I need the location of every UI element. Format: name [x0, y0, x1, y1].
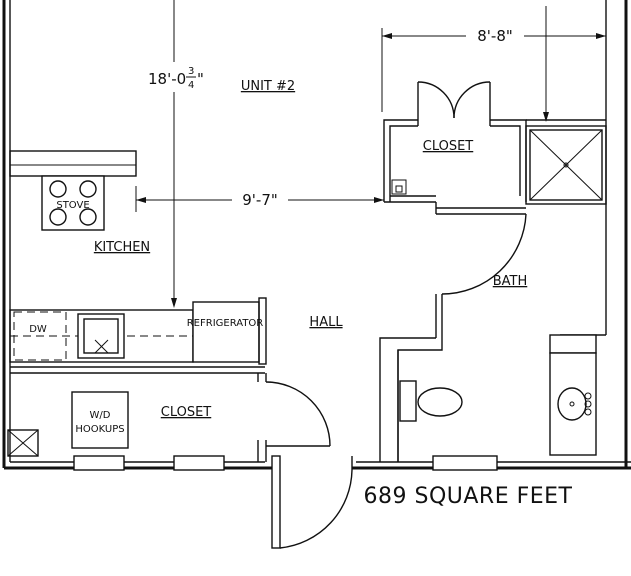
walls — [2, 0, 631, 471]
vertical-dimension-fraction-denominator: 4 — [188, 80, 194, 91]
top-closet-label: CLOSET — [423, 139, 474, 154]
kitchen-width-label: 9'-7" — [242, 191, 278, 209]
top-width-label: 8'-8" — [477, 27, 513, 45]
bath-walls — [379, 202, 527, 462]
top-closet — [383, 81, 527, 203]
entry-door — [271, 455, 353, 549]
dimension-kitchen: 9'-7" — [135, 186, 384, 212]
kitchen-upper-cabinet — [9, 150, 137, 177]
bottom-closet: W/D HOOKUPS — [7, 373, 331, 462]
hall-label: HALL — [309, 315, 343, 330]
vanity — [549, 334, 597, 456]
stove: STOVE — [41, 175, 105, 231]
bath-label: BATH — [493, 274, 528, 289]
wd-label-line2: HOOKUPS — [75, 424, 124, 435]
toilet — [399, 380, 463, 422]
vertical-dimension-inch-mark: " — [197, 70, 204, 88]
area-label: 689 SQUARE FEET — [364, 484, 573, 509]
vertical-dimension-fraction-numerator: 3 — [188, 66, 194, 77]
kitchen-counter: DW REFRIGERATOR — [9, 297, 267, 374]
shower — [525, 119, 607, 205]
unit-label: UNIT #2 — [241, 79, 295, 94]
dimension-vertical: 18'-0 3 4 " — [148, 0, 204, 308]
kitchen-label: KITCHEN — [94, 240, 150, 255]
wd-label-line1: W/D — [90, 410, 111, 421]
bottom-closet-label: CLOSET — [161, 405, 212, 420]
dishwasher-label: DW — [29, 324, 47, 335]
vertical-dimension-label: 18'-0 — [148, 70, 186, 88]
dimension-top: 8'-8" — [381, 6, 607, 122]
refrigerator-label: REFRIGERATOR — [187, 318, 264, 329]
stove-label: STOVE — [56, 200, 89, 211]
